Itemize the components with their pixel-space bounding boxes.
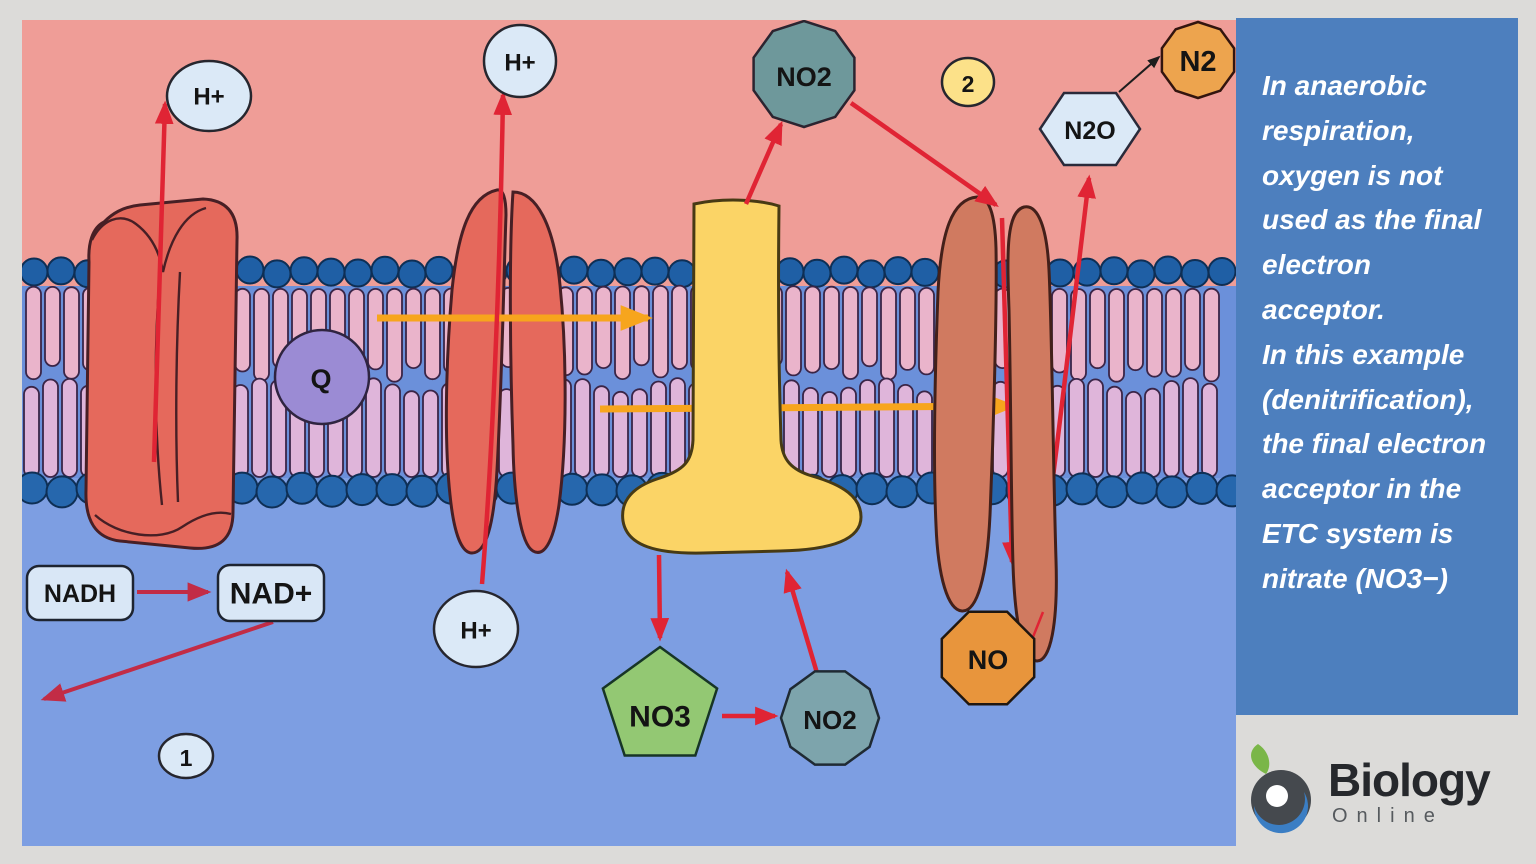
logo-brand-text: Biology [1328,753,1491,806]
molecule-h-plus-middle-top: H+ [482,23,558,99]
caption-paragraph-2: In this example (denitrification), the f… [1262,338,1487,594]
arrow-n2o-to-n2 [1118,55,1161,93]
caption-sidebar: In anaerobic respiration, oxygen is not … [1236,18,1518,715]
label-h-plus-left: H+ [193,84,224,111]
step-marker-2: 2 [940,56,996,108]
molecule-n2: N2 [1160,20,1236,100]
protein-nitrate-reductase [621,198,863,555]
label-no2-cytoplasm: NO2 [803,705,856,735]
molecule-quinone: Q [273,328,371,426]
molecule-no2-periplasm: NO2 [752,20,856,129]
label-quinone: Q [310,364,331,394]
label-nad-plus: NAD+ [230,578,313,611]
molecule-nadh: NADH [25,564,135,622]
label-no: NO [968,645,1009,675]
label-nadh: NADH [44,580,116,608]
molecule-no3: NO3 [601,645,719,757]
molecule-no: NO [940,610,1036,706]
molecule-nad-plus: NAD+ [216,563,326,623]
label-h-plus-middle-bottom: H+ [460,618,491,645]
molecule-h-plus-middle-bottom: H+ [432,589,520,669]
biology-online-logo-mark [1244,743,1316,841]
label-n2o: N2O [1064,117,1115,145]
caption-paragraph-1: In anaerobic respiration, oxygen is not … [1262,70,1482,325]
logo-subtitle-text: Online [1332,804,1444,827]
step-marker-1: 1 [157,732,215,780]
molecule-no2-cytoplasm: NO2 [779,670,881,766]
biology-online-logo: Biology Online [1244,732,1536,852]
label-h-plus-middle-top: H+ [504,50,535,77]
label-step-2: 2 [962,71,975,97]
label-no2-periplasm: NO2 [776,62,832,92]
label-step-1: 1 [180,745,193,771]
leaf-icon [1251,743,1270,774]
arrow-reductase-to-no2 [743,120,784,205]
label-n2: N2 [1179,46,1216,78]
arrow-no2-to-reductase [783,568,820,674]
molecule-h-plus-left: H+ [165,59,253,133]
molecule-n2o: N2O [1038,91,1142,167]
arrow-proton-pump-1 [151,100,174,463]
arrow-nad-recycle [40,620,274,702]
protein-complex-3 [933,195,1058,663]
label-no3: NO3 [629,701,691,734]
arrow-no2-to-channel [849,101,999,208]
arrow-reductase-to-no3 [650,554,670,642]
arrow-proton-pump-2 [479,91,513,585]
